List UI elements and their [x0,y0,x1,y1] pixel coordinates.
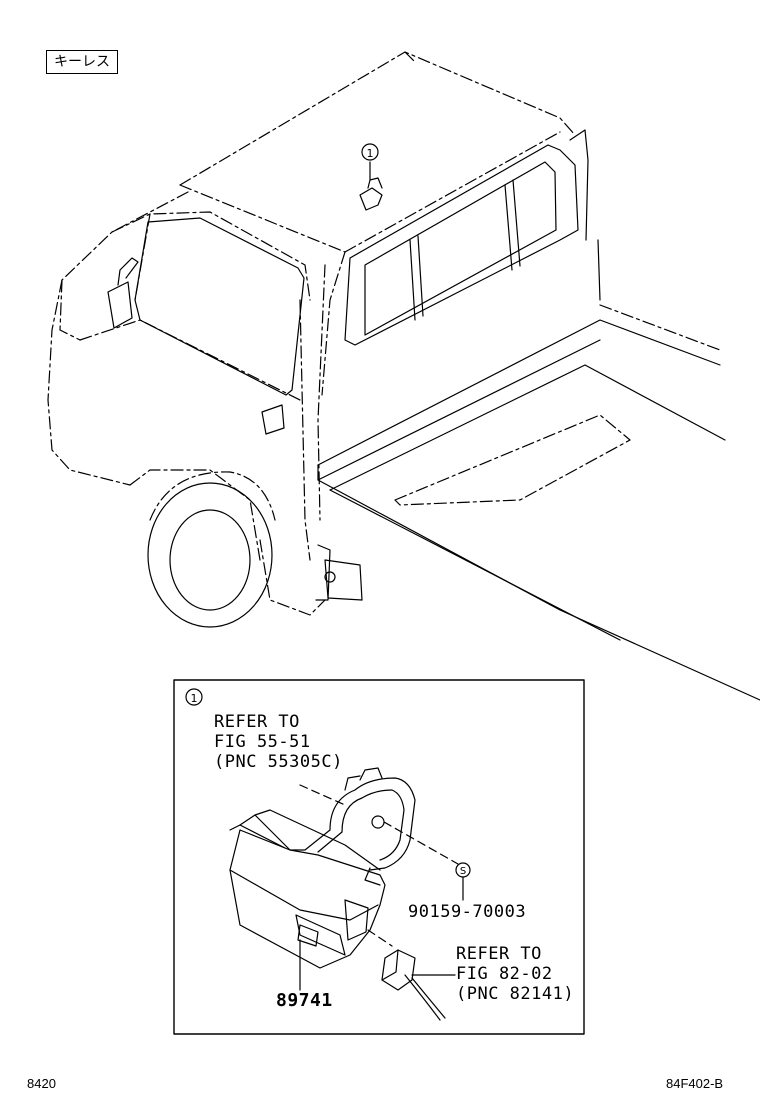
keyless-label: キーレス [46,50,118,74]
truck-roof-outline [61,51,576,281]
refer-bottom-line2: FIG 82-02 [456,964,553,984]
refer-top-line1: REFER TO [214,712,300,732]
refer-top-line3: (PNC 55305C) [214,752,343,772]
tail-lamp [315,544,363,601]
roof-component [359,161,383,211]
refer-bottom-line1: REFER TO [456,944,542,964]
connector [381,949,456,1021]
bolt-leader [299,784,459,947]
vehicle-callout-circle [361,143,379,161]
bolt-symbol-letter: S [460,866,466,877]
front-wheel [147,471,276,628]
footer-left-code: 8420 [27,1076,56,1091]
rear-window [344,129,589,346]
vehicle-callout-number: 1 [367,147,374,160]
cargo-bed [317,239,760,701]
door-handle [261,404,285,435]
mounting-bracket [289,767,416,886]
receiver-part-number: 89741 [276,990,333,1011]
detail-marker-circle [185,688,203,706]
detail-marker-number: 1 [191,692,198,705]
receiver-unit [229,809,386,969]
truck-cab-outline [47,211,346,616]
door-window [134,217,305,396]
detail-frame [173,679,585,1035]
refer-bottom-line3: (PNC 82141) [456,984,575,1004]
footer-right-code: 84F402-B [666,1076,724,1091]
refer-top-line2: FIG 55-51 [214,732,311,752]
side-mirror [107,257,139,329]
bolt-part-number: 90159-70003 [408,902,527,922]
